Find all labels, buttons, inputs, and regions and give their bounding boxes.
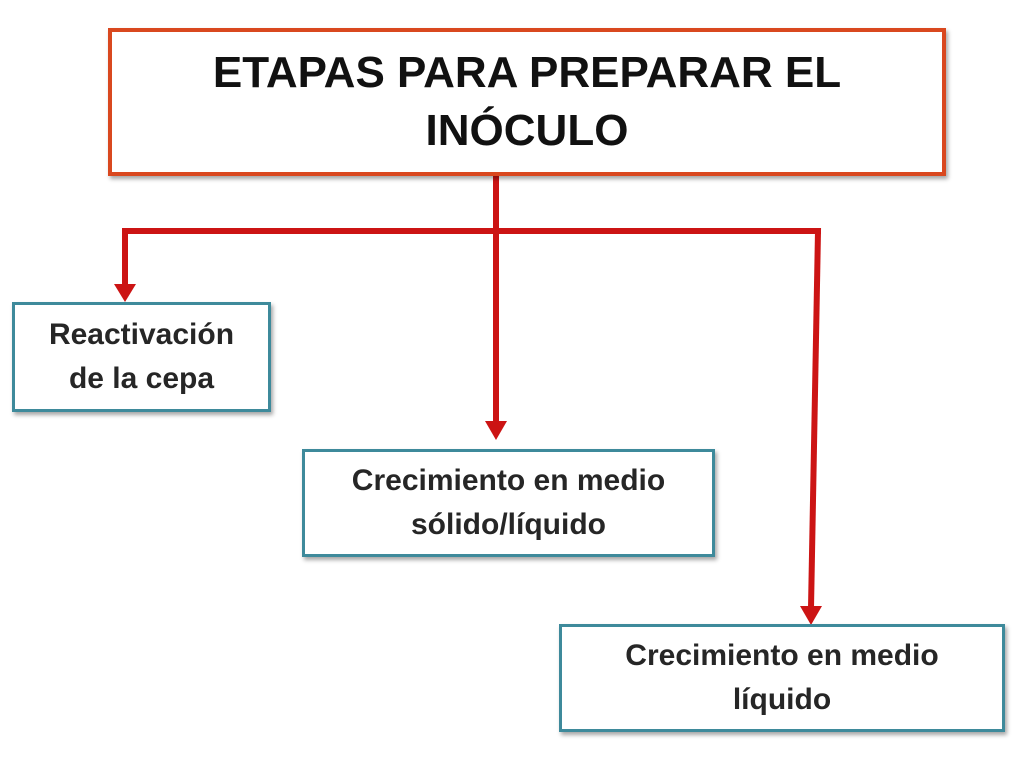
stage-box-reactivation: Reactivación de la cepa (12, 302, 271, 412)
stage-label-3: Crecimiento en medio líquido (625, 639, 939, 716)
stage-label-1: Reactivación de la cepa (48, 318, 235, 395)
diagram-title: ETAPAS PARA PREPARAR EL INÓCULO (212, 48, 842, 155)
branch-line-3 (807, 227, 822, 612)
stage-box-liquid-growth: Crecimiento en medio líquido (559, 624, 1005, 732)
stage-box-solid-liquid-growth: Crecimiento en medio sólido/líquido (302, 449, 715, 557)
arrowhead-3 (800, 606, 822, 625)
arrowhead-1 (114, 284, 136, 302)
arrowhead-2 (485, 421, 507, 440)
title-box: ETAPAS PARA PREPARAR EL INÓCULO (108, 28, 946, 176)
stage-label-2: Crecimiento en medio sólido/líquido (351, 464, 666, 541)
